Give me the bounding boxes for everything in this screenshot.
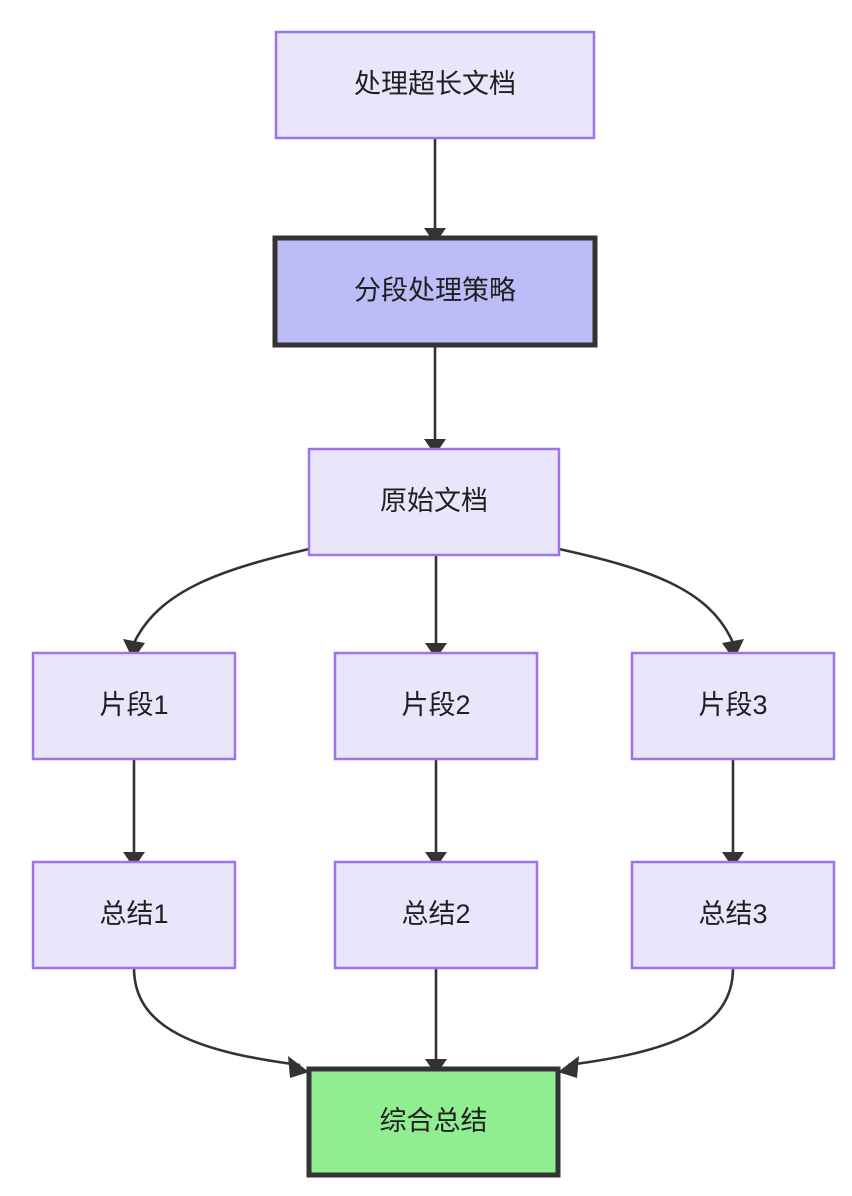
- flow-node-n10[interactable]: 综合总结: [306, 1066, 561, 1178]
- flow-node-n7[interactable]: 总结1: [31, 860, 237, 970]
- flow-node-n9[interactable]: 总结3: [630, 860, 836, 970]
- arrowhead-icon: [558, 1056, 579, 1078]
- flow-edge-n3-n6: [558, 547, 735, 644]
- arrowhead-icon: [425, 643, 447, 659]
- node-box[interactable]: [31, 651, 237, 761]
- node-box[interactable]: [630, 860, 836, 970]
- flow-node-n6[interactable]: 片段3: [630, 651, 836, 761]
- flow-edge-n3-n4: [132, 547, 310, 644]
- node-box[interactable]: [274, 30, 596, 140]
- node-box[interactable]: [333, 651, 539, 761]
- flow-node-n1[interactable]: 处理超长文档: [274, 30, 596, 140]
- arrowhead-icon: [424, 439, 446, 455]
- arrowhead-icon: [425, 852, 447, 868]
- flow-node-n4[interactable]: 片段1: [31, 651, 237, 761]
- node-box[interactable]: [307, 447, 561, 557]
- flow-node-n3[interactable]: 原始文档: [307, 447, 561, 557]
- node-box[interactable]: [272, 235, 598, 348]
- node-box[interactable]: [306, 1066, 561, 1178]
- flow-node-n5[interactable]: 片段2: [333, 651, 539, 761]
- edges-layer: [132, 138, 735, 1067]
- arrowhead-icon: [722, 852, 744, 868]
- flow-edge-n7-n10: [132, 967, 301, 1067]
- flow-edge-n9-n10: [567, 967, 735, 1067]
- flow-node-n2[interactable]: 分段处理策略: [272, 235, 598, 348]
- node-box[interactable]: [333, 860, 539, 970]
- arrowhead-icon: [123, 852, 145, 868]
- arrowhead-icon: [288, 1056, 309, 1078]
- flow-node-n8[interactable]: 总结2: [333, 860, 539, 970]
- node-box[interactable]: [630, 651, 836, 761]
- arrowhead-icon: [722, 639, 744, 660]
- arrowhead-icon: [123, 639, 145, 660]
- node-box[interactable]: [31, 860, 237, 970]
